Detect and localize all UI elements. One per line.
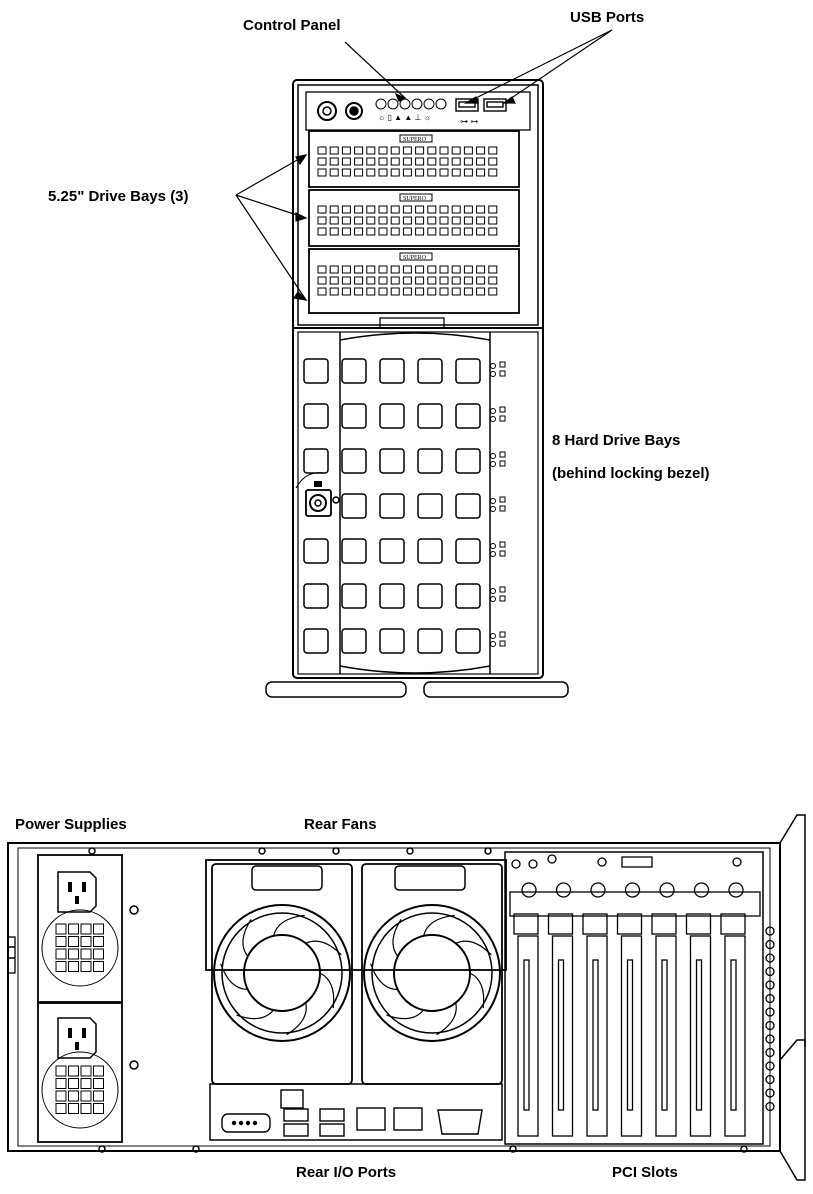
hdd-bay-door: [379, 583, 405, 609]
lan-port-icon: [356, 1107, 386, 1131]
power-button-icon: [317, 101, 337, 121]
pci-slot-bracket: [685, 913, 712, 935]
hdd-bay-door: [417, 538, 443, 564]
hdd-bay-door: [417, 448, 443, 474]
hdd-bays-label-line1: 8 Hard Drive Bays: [552, 432, 681, 449]
pci-slot-cover: [689, 935, 712, 1137]
hdd-bay-door: [455, 628, 481, 654]
hdd-bay-door: [341, 493, 367, 519]
hdd-bay-door: [455, 358, 481, 384]
rear-fans-label: Rear Fans: [304, 816, 377, 833]
vga-port-icon: [437, 1109, 483, 1135]
hdd-bay-door: [379, 448, 405, 474]
hdd-bay-door: [303, 583, 329, 609]
hdd-bay-door: [303, 448, 329, 474]
ac-inlet-icon: [57, 871, 97, 913]
drive-bays-525: SUPERO SUPERO SUPERO: [308, 130, 520, 329]
pci-slot-bracket: [616, 913, 643, 935]
hdd-bay-door: [455, 583, 481, 609]
usb-port-icon: [319, 1123, 345, 1137]
hdd-bay-door: [455, 538, 481, 564]
reset-button-icon: [345, 102, 363, 120]
fan-icon: [213, 904, 351, 1042]
hdd-bay-door: [341, 358, 367, 384]
hdd-bay-door: [303, 403, 329, 429]
hdd-bay-door: [455, 493, 481, 519]
hdd-bay-door: [379, 403, 405, 429]
ac-inlet-icon: [57, 1017, 97, 1059]
svg-text:☼ ▯ ▲ ▲ ⊥ ☼: ☼ ▯ ▲ ▲ ⊥ ☼: [378, 113, 431, 122]
pci-slot-bracket: [582, 913, 608, 935]
pci-slots: [504, 851, 775, 1145]
hdd-bay-door: [379, 493, 405, 519]
hdd-bay-door: [379, 538, 405, 564]
rear-fans: [205, 847, 507, 1085]
hdd-bay-door: [417, 628, 443, 654]
pci-slot-bracket: [720, 913, 746, 935]
pci-slot-cover: [724, 935, 746, 1137]
rear-screws: [98, 1145, 748, 1153]
pci-slot-cover: [586, 935, 608, 1137]
pci-slot-bracket: [513, 913, 539, 935]
hdd-bay-door: [303, 538, 329, 564]
serial-port-icon: [221, 1113, 271, 1133]
hdd-bay-door: [417, 403, 443, 429]
control-panel: ☼ ▯ ▲ ▲ ⊥ ☼ ⊶ ⊶: [305, 91, 531, 131]
front-feet: [265, 681, 569, 698]
rear-chassis: [7, 814, 806, 1181]
pci-slots-label: PCI Slots: [612, 1164, 678, 1181]
rear-io-ports-label: Rear I/O Ports: [296, 1164, 397, 1181]
pci-slot-cover: [551, 935, 574, 1137]
lan-port-icon: [393, 1107, 423, 1131]
hdd-bay-door: [417, 493, 443, 519]
lan-port-icon: [280, 1089, 304, 1109]
drive-bays-525-label: 5.25" Drive Bays (3): [48, 188, 189, 205]
hdd-bay-door: [303, 358, 329, 384]
power-supplies-label: Power Supplies: [15, 816, 127, 833]
control-panel-label: Control Panel: [243, 17, 341, 34]
pci-slot-cover: [517, 935, 539, 1137]
hdd-bays-label-line2: (behind locking bezel): [552, 465, 710, 482]
svg-text:⊶ ⊶: ⊶ ⊶: [460, 117, 478, 126]
usb-port-icon: [283, 1108, 309, 1122]
svg-text:SUPERO: SUPERO: [403, 255, 427, 261]
bezel-lock-icon: [295, 472, 340, 517]
svg-text:SUPERO: SUPERO: [403, 137, 427, 143]
hdd-bay-door: [341, 538, 367, 564]
hdd-bay-door: [455, 403, 481, 429]
hdd-bay-leds: [490, 361, 506, 647]
led-indicators: ☼ ▯ ▲ ▲ ⊥ ☼: [375, 98, 447, 122]
hdd-bay-door: [341, 403, 367, 429]
hdd-bay-door: [341, 583, 367, 609]
hdd-bay-door: [417, 583, 443, 609]
hdd-bay-door: [379, 628, 405, 654]
usb-ports-label: USB Ports: [570, 9, 645, 26]
hdd-bay-door: [341, 448, 367, 474]
rear-io-panel: [209, 1083, 503, 1141]
pci-slot-bracket: [547, 913, 574, 935]
pci-slot-bracket: [651, 913, 677, 935]
front-usb-ports: ⊶ ⊶: [455, 98, 507, 126]
hdd-bay-door: [417, 358, 443, 384]
svg-text:SUPERO: SUPERO: [403, 196, 427, 202]
pci-slot-cover: [655, 935, 677, 1137]
usb-port-icon: [283, 1123, 309, 1137]
usb-port-icon: [319, 1108, 345, 1122]
hdd-bay-door: [303, 628, 329, 654]
hdd-bay-door: [341, 628, 367, 654]
pci-slot-cover: [620, 935, 643, 1137]
leader-lines-front: [235, 29, 613, 301]
hdd-bay-door: [455, 448, 481, 474]
power-supplies: [37, 847, 139, 1143]
hdd-bay-grid: [303, 358, 481, 654]
fan-icon: [363, 904, 501, 1042]
hdd-bay-door: [379, 358, 405, 384]
